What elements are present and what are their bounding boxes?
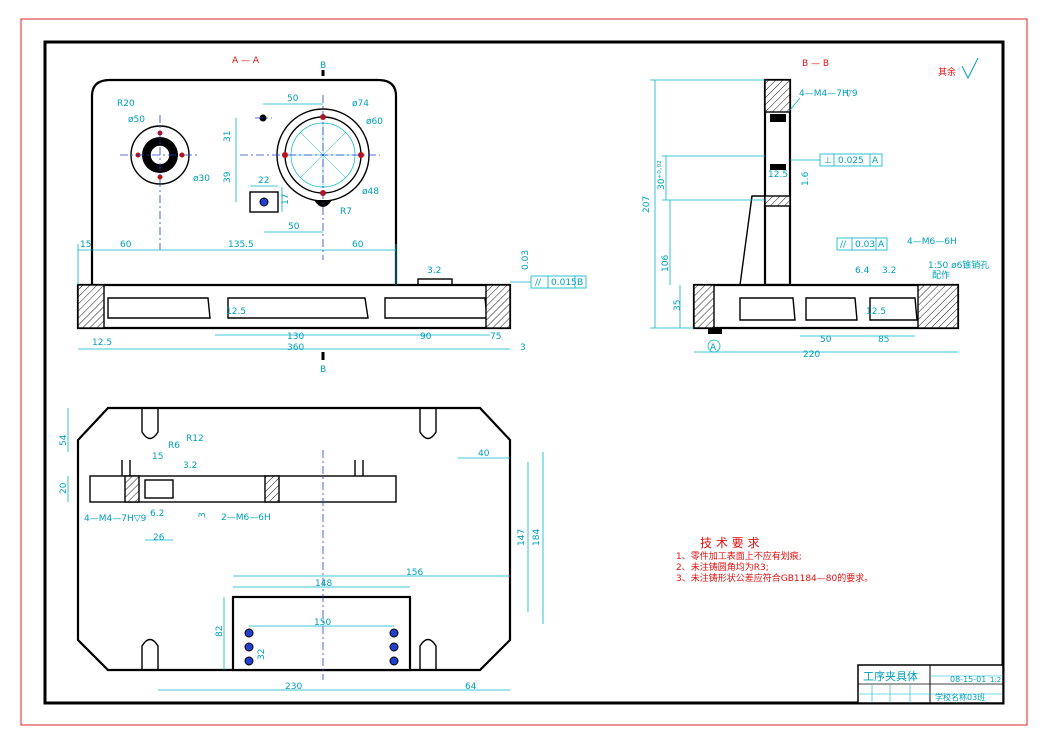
tol-par-datum: A: [878, 240, 885, 250]
dim-60-left: 60: [120, 240, 132, 250]
dim-3-top: 3: [198, 512, 208, 518]
dim-3-2-top: 3.2: [183, 461, 197, 471]
dim-39: 39: [223, 171, 233, 183]
dim-phi30: ø30: [193, 174, 210, 184]
dim-64: 64: [465, 682, 477, 692]
dim-3-2: 3.2: [427, 266, 441, 276]
dim-90: 90: [420, 332, 432, 342]
dim-50-top: 50: [287, 94, 299, 104]
dim-6-2: 6.2: [150, 509, 164, 519]
tech-req-title: 技 术 要 求: [700, 536, 759, 550]
dim-3: 3: [520, 343, 526, 353]
dim-85-side: 85: [878, 335, 889, 345]
dim-m6-side: 4—M6—6H: [907, 237, 957, 247]
dim-220: 220: [803, 350, 820, 360]
svg-text://: //: [840, 240, 847, 250]
dim-40: 40: [478, 449, 490, 459]
dim-32: 32: [257, 649, 267, 660]
side-view: B — B 其余 207 30⁺⁰·⁰² 106 35 4—M4—7H ▽9 1…: [642, 57, 989, 360]
datum-a: A: [710, 343, 717, 353]
dim-20: 20: [59, 482, 69, 494]
drawing-number: 08-15-01: [950, 675, 986, 684]
dim-phi74: ø74: [352, 99, 369, 109]
dim-m6-note2: 配作: [932, 269, 950, 281]
inner-frame: [43, 40, 1005, 705]
section-bb-label: B — B: [802, 59, 829, 69]
dim-3-2-side: 3.2: [882, 266, 896, 276]
dim-12-5-left: 12.5: [92, 338, 112, 348]
dim-15-top: 15: [152, 452, 163, 462]
dim-130: 130: [287, 332, 304, 342]
dim-phi50: ø50: [128, 115, 145, 125]
dim-15: 15: [80, 240, 91, 250]
upright-plate: [90, 78, 398, 285]
tech-requirements: 技 术 要 求 1、零件加工表面上不应有划痕; 2、未注铸圆角均为R3; 3、未…: [676, 536, 873, 584]
dim-82: 82: [215, 626, 225, 637]
cut-mark-b-top: B: [320, 61, 326, 71]
tech-req-line-2: 2、未注铸圆角均为R3;: [676, 561, 769, 573]
dim-30: 30⁺⁰·⁰²: [657, 160, 667, 190]
outer-border: [20, 18, 1028, 726]
dim-26: 26: [153, 533, 165, 543]
dim-106: 106: [661, 255, 671, 272]
svg-text:⊥: ⊥: [824, 156, 832, 166]
top-view: 54 R12 R6 15 20 3.2 6.2 3 4—M4—7H▽9 26 2…: [59, 406, 544, 692]
dim-156: 156: [406, 568, 423, 578]
dim-m6-note: 1:50 ø6锥销孔: [928, 259, 989, 271]
dim-6-4: 6.4: [855, 266, 870, 276]
title-block: 工序夹具体 08-15-01 1:2 学校名称03班: [857, 664, 1004, 704]
dim-m4-depth: ▽9: [845, 89, 858, 99]
tech-req-line-1: 1、零件加工表面上不应有划痕;: [676, 550, 802, 562]
part-name: 工序夹具体: [863, 669, 918, 683]
front-view: A — A B B: [76, 56, 587, 375]
dim-r20: R20: [117, 99, 135, 109]
dim-184: 184: [532, 529, 542, 546]
section-aa-label: A — A: [232, 56, 260, 66]
dim-phi48: ø48: [362, 187, 379, 197]
dim-360: 360: [287, 343, 304, 353]
surface-note: 其余: [938, 66, 956, 78]
dim-m4: 4—M4—7H: [799, 89, 849, 99]
dim-12-5-side: 12.5: [768, 170, 788, 180]
dim-12-5-inner: 12.5: [226, 307, 246, 317]
tech-req-line-3: 3、未注铸形状公差应符合GB1184—80的要求。: [676, 572, 873, 584]
cut-mark-b-bottom: B: [320, 365, 326, 375]
dim-147: 147: [517, 529, 527, 546]
tol-datum-b: B: [577, 278, 583, 288]
dim-1-6: 1.6: [801, 171, 811, 186]
dim-75: 75: [490, 332, 501, 342]
tol-parallel: 0.015: [551, 278, 577, 288]
dim-35: 35: [673, 300, 683, 311]
base-plate: [76, 283, 512, 330]
dim-r6: R6: [168, 441, 180, 451]
dim-230: 230: [285, 682, 302, 692]
dim-135: 135.5: [228, 240, 254, 250]
dim-r7: R7: [340, 207, 352, 217]
dim-22: 22: [258, 176, 269, 186]
school-name: 学校名称03班: [935, 692, 985, 702]
tol-perp-datum: A: [872, 156, 879, 166]
dim-54: 54: [59, 434, 69, 446]
dim-50-side: 50: [820, 335, 832, 345]
dim-12-5-side-b: 12.5: [866, 307, 886, 317]
dim-m4-top: 4—M4—7H▽9: [84, 514, 147, 524]
dim-m6-top: 2—M6—6H: [221, 513, 271, 523]
dim-207: 207: [642, 196, 652, 213]
tol-par: 0.03: [855, 240, 875, 250]
scale-note: 1:2: [990, 676, 1001, 684]
dim-31: 31: [223, 131, 233, 142]
dim-17: 17: [281, 194, 291, 205]
dim-phi60: ø60: [366, 117, 383, 127]
dim-0-03: 0.03: [521, 250, 531, 270]
dim-150: 150: [314, 618, 331, 628]
dim-148: 148: [315, 579, 332, 589]
dim-60-right: 60: [352, 240, 364, 250]
dim-r12: R12: [186, 434, 204, 444]
dim-50-mid: 50: [288, 222, 300, 232]
svg-text://: //: [535, 278, 542, 288]
tol-perp: 0.025: [838, 156, 864, 166]
